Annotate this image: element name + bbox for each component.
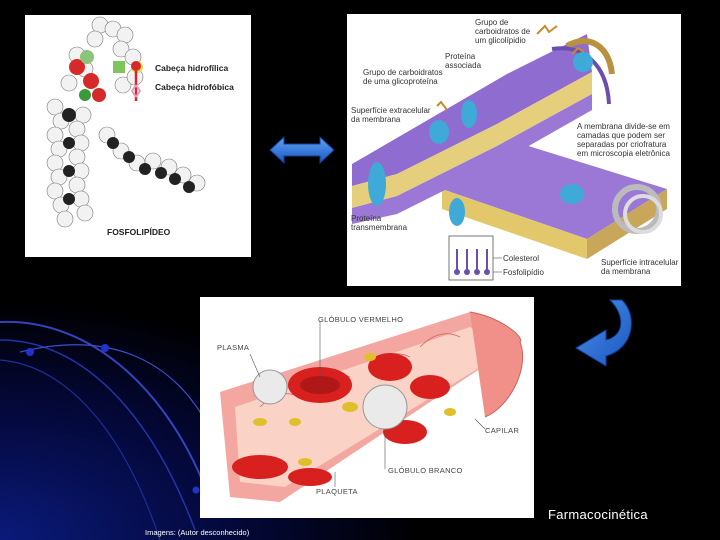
hydrophobic-head-label: Cabeça hidrofóbica [155, 82, 234, 92]
extracellular-surface-label: Superfície extracelular da membrana [351, 106, 431, 124]
slide-title: Farmacocinética [548, 507, 648, 522]
double-arrow-icon [269, 135, 335, 165]
white-blood-cell-label: GLÓBULO BRANCO [388, 466, 463, 475]
transmembrane-protein-label: Proteína transmembrana [351, 214, 408, 232]
associated-protein-label: Proteína associada [445, 52, 482, 70]
hydrophilic-head-label: Cabeça hidrofílica [155, 63, 229, 73]
cell-membrane-drawing [352, 24, 667, 281]
platelet-label: PLAQUETA [316, 487, 358, 496]
phospholipid-molecule-drawing [46, 16, 206, 228]
plasma-label: PLASMA [217, 343, 250, 352]
phospholipid-label: Fosfolipídio [503, 268, 544, 277]
deco-dot [192, 486, 200, 494]
deco-dot [26, 348, 34, 356]
red-blood-cell-label: GLÓBULO VERMELHO [318, 315, 404, 324]
membrane-split-label: A membrana divide-se em camadas que pode… [577, 122, 670, 158]
curved-arrow-icon [575, 299, 632, 367]
capillary-label: CAPILAR [485, 426, 520, 435]
glycoprotein-label: Grupo de carboidratos de uma glicoproteí… [363, 68, 443, 86]
deco-dot [101, 344, 109, 352]
glycolipid-label: Grupo de carboidratos de um glicolípidio [475, 18, 531, 45]
phospholipid-caption: FOSFOLIPÍDEO [107, 227, 171, 237]
phospholipid-image: Cabeça hidrofílica Cabeça hidrofóbica FO… [25, 15, 251, 257]
cholesterol-label: Colesterol [503, 254, 540, 263]
membrane-image: Grupo de carboidratos de um glicolípidio… [347, 14, 681, 286]
blood-capillary-drawing [220, 311, 524, 502]
intracellular-surface-label: Superfície intracelular da membrana [601, 258, 679, 276]
capillary-image: GLÓBULO VERMELHO PLASMA CAPILAR GLÓBULO … [200, 297, 534, 518]
image-credit: Imagens: (Autor desconhecido) [145, 528, 250, 537]
